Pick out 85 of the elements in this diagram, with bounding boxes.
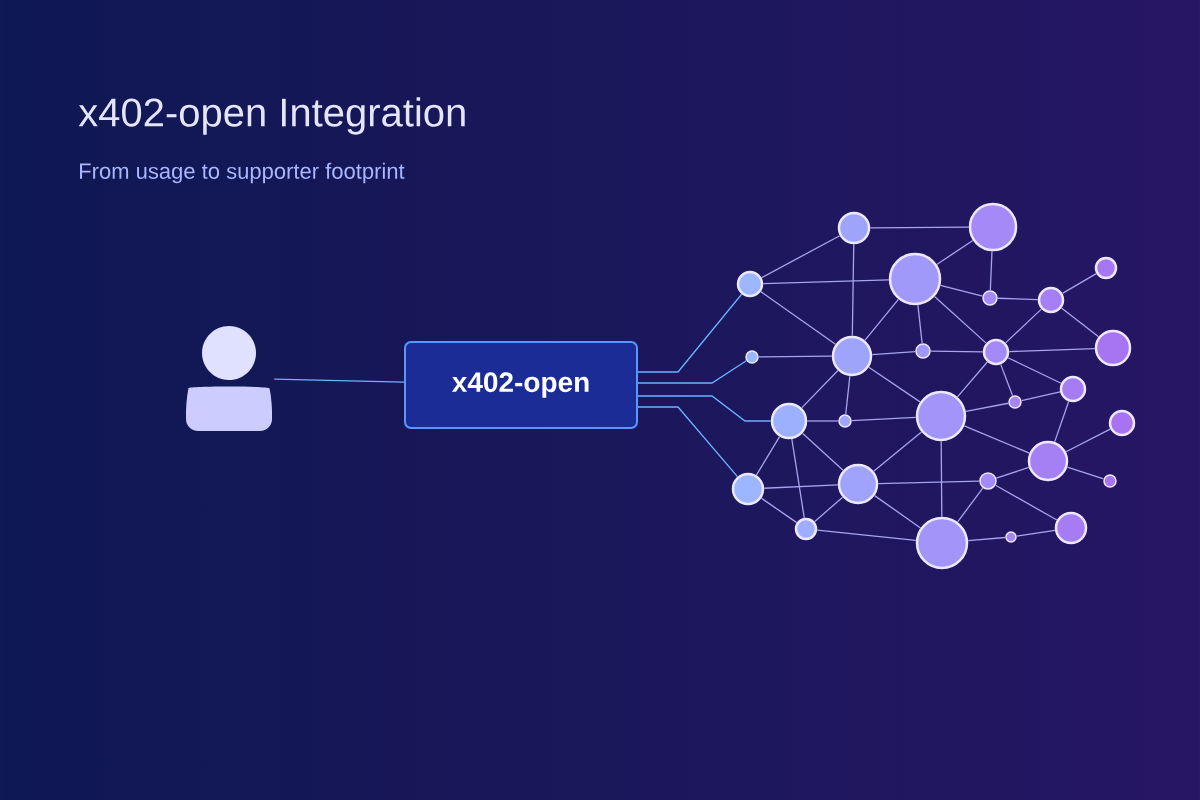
connector-line xyxy=(994,484,1058,521)
connector-line xyxy=(1005,308,1043,344)
connector-line xyxy=(965,402,1009,412)
network-node xyxy=(1005,531,1017,543)
connector-line xyxy=(637,395,772,422)
connector-line xyxy=(877,480,980,485)
connector-line xyxy=(868,366,921,403)
connector-line xyxy=(851,416,917,422)
connector-line xyxy=(1000,363,1014,397)
network-node xyxy=(731,472,765,506)
connector-line xyxy=(806,420,839,422)
connector-line xyxy=(936,239,974,266)
network-node xyxy=(1094,256,1118,280)
network-node xyxy=(982,338,1010,366)
network-node xyxy=(770,402,808,440)
person-icon xyxy=(186,326,272,431)
network-node xyxy=(1059,375,1087,403)
network-node xyxy=(1054,511,1088,545)
network-node xyxy=(838,414,852,428)
connector-line xyxy=(957,487,984,523)
network-node xyxy=(837,211,871,245)
connector-line xyxy=(637,360,747,384)
network-node xyxy=(745,350,759,364)
connector-line xyxy=(1020,391,1061,402)
connector-line xyxy=(995,466,1030,479)
connector-line xyxy=(816,529,917,541)
connector-line xyxy=(273,378,405,383)
connector-line xyxy=(1007,357,1062,384)
connector-line xyxy=(873,431,923,472)
connector-line xyxy=(1016,529,1056,537)
connector-line xyxy=(1054,400,1070,443)
connector-line xyxy=(637,293,743,373)
connector-line xyxy=(758,355,833,358)
connector-line xyxy=(967,536,1006,542)
connector-line xyxy=(637,406,739,478)
connector-line xyxy=(1008,347,1096,353)
connector-line xyxy=(956,361,988,398)
connector-line xyxy=(760,291,837,345)
connector-line xyxy=(1066,466,1105,480)
network-node xyxy=(915,516,969,570)
connector-line xyxy=(1060,307,1100,338)
connector-line xyxy=(813,496,844,523)
connector-line xyxy=(1065,428,1111,453)
connector-line xyxy=(939,284,984,297)
connector-line xyxy=(761,235,841,279)
network-node xyxy=(1037,286,1065,314)
network-node xyxy=(1027,440,1069,482)
connector-line xyxy=(801,432,844,471)
network-node xyxy=(1108,409,1136,437)
connector-line xyxy=(763,484,839,489)
connector-line xyxy=(989,250,993,291)
connector-line xyxy=(873,495,922,529)
network-node xyxy=(1008,395,1022,409)
network-node xyxy=(915,390,967,442)
network-node xyxy=(979,472,997,490)
connector-line xyxy=(963,425,1030,454)
network-node xyxy=(837,463,879,505)
connector-line xyxy=(1061,273,1097,294)
connector-line xyxy=(864,298,900,341)
process-box: x402-open xyxy=(404,341,638,429)
connector-line xyxy=(917,304,923,344)
connector-line xyxy=(997,297,1039,301)
network-node xyxy=(831,335,873,377)
network-node xyxy=(1103,474,1117,488)
network-node xyxy=(915,343,931,359)
connector-line xyxy=(869,226,970,229)
connector-line xyxy=(801,369,839,409)
connector-line xyxy=(930,350,984,353)
connector-line xyxy=(933,295,987,344)
network-node xyxy=(736,270,764,298)
subtitle: From usage to supporter footprint xyxy=(80,162,405,184)
connector-line xyxy=(755,435,781,476)
network-node xyxy=(982,290,998,306)
connector-line xyxy=(845,375,851,415)
connector-line xyxy=(871,350,916,356)
network-node xyxy=(968,202,1018,252)
connector-line xyxy=(762,279,890,285)
connector-line xyxy=(940,440,943,518)
network-node xyxy=(888,252,942,306)
title: x402-open Integration xyxy=(78,97,465,135)
connector-line xyxy=(760,497,798,524)
network-node xyxy=(794,517,818,541)
connector-line xyxy=(851,243,855,337)
network-node xyxy=(1094,329,1132,367)
connector-line xyxy=(791,438,805,519)
